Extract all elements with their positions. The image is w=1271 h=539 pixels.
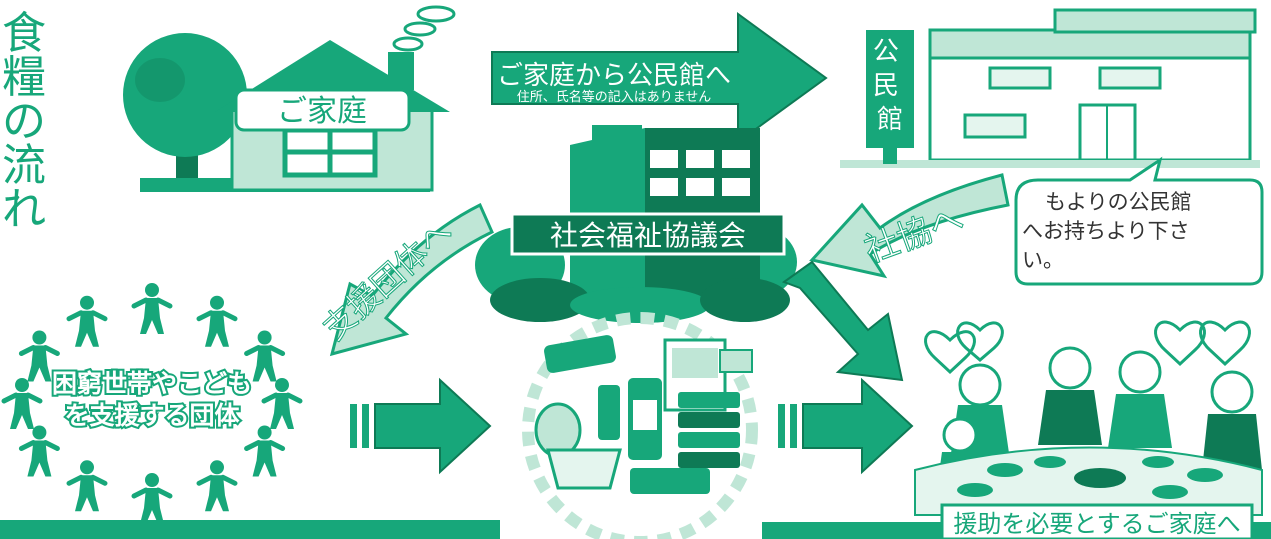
family-dining-icon [914,320,1263,516]
groups-line-1: 困窮世帯やこども [52,369,252,398]
note-text: もよりの公民館 へお持ちより下さ い。 [1022,190,1198,272]
people-circle-icon [1,283,303,524]
note-bubble: もよりの公民館 へお持ちより下さ い。 [1014,156,1264,286]
arrow-council-to-families [781,260,904,382]
community-hall-icon: 公 民 館 [840,8,1260,168]
person-figure [196,460,238,512]
bottom-band-left [0,520,500,539]
home-label: ご家庭 [277,94,367,129]
families-label-text: 援助を必要とするご家庭へ [953,510,1240,538]
groups-label: 困窮世帯やこども を支援する団体 [50,367,254,432]
council-building-icon: 社会福祉協議会 [475,125,797,323]
arrow-home-to-hall: ご家庭から公民館へ 住所、氏名等の記入はありません [491,12,828,144]
families-label: 援助を必要とするご家庭へ [940,503,1254,539]
food-items-icon [522,312,758,539]
person-figure [196,295,238,347]
title-text: 食糧の流れ [2,8,46,235]
person-figure [131,283,173,334]
person-figure [261,378,303,429]
hall-sign: 公 民 館 [873,37,907,135]
arrow-food-to-families [778,377,914,475]
council-label: 社会福祉協議会 [550,219,746,252]
groups-line-2: を支援する団体 [64,401,240,430]
person-figure [244,330,286,382]
person-figure [244,425,286,477]
vertical-title: 食糧の流れ [2,8,46,235]
person-figure [18,425,60,477]
arrow-home-to-hall-main: ご家庭から公民館へ [497,61,731,91]
tree-icon [123,33,247,185]
arrow-to-council: 社協へ [809,173,1010,279]
home-house-icon: ご家庭 [123,5,456,192]
person-figure [18,330,60,382]
arrow-groups-to-food [350,377,492,475]
arrow-to-groups: 支援団体へ [315,202,494,357]
person-figure [66,460,108,512]
person-figure [1,378,43,429]
heart-icon [924,320,1251,375]
person-figure [66,295,108,347]
person-figure [131,473,173,524]
arrow-home-to-hall-sub: 住所、氏名等の記入はありません [517,89,712,105]
